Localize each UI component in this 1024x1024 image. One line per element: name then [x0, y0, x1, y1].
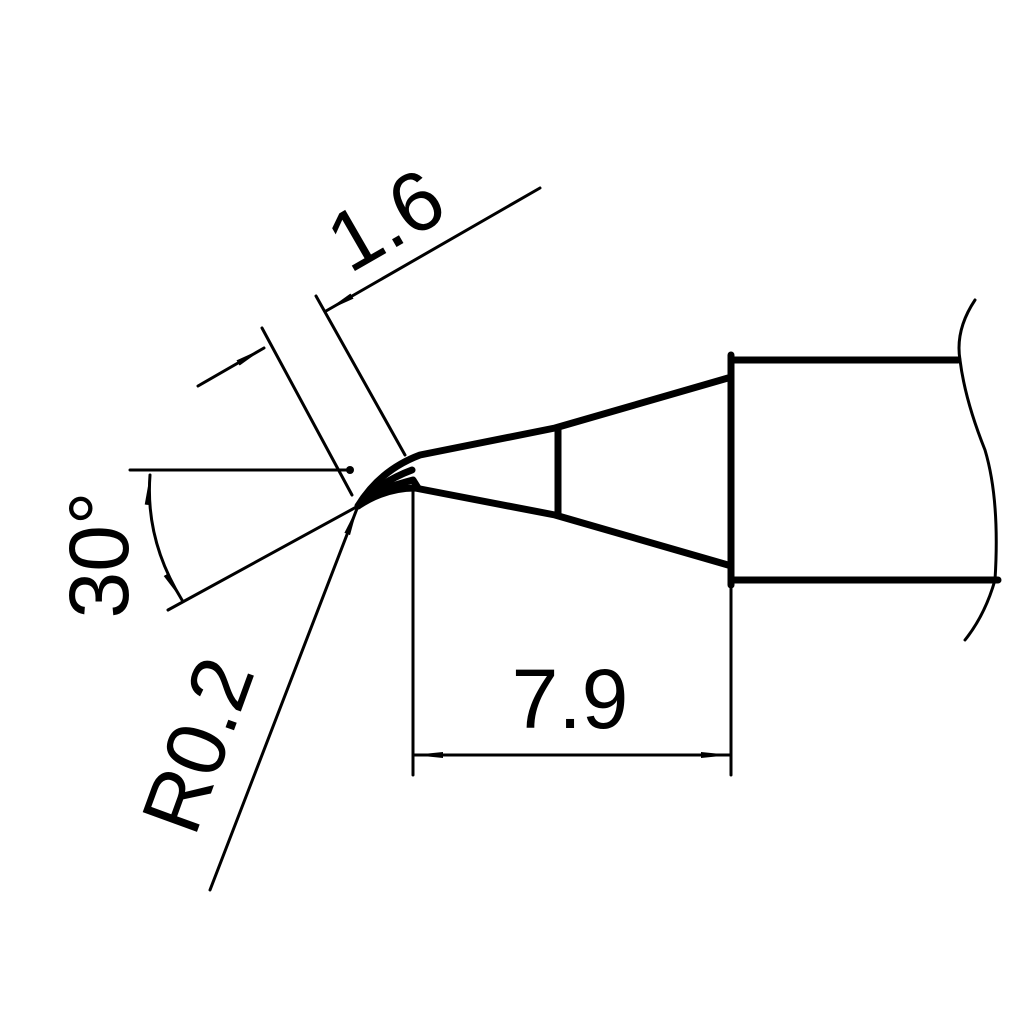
- dimension-length: 7.9: [411, 486, 733, 777]
- tip-outline: [354, 298, 1002, 642]
- dimension-angle-label: 30°: [52, 491, 146, 618]
- dimension-width-label: 1.6: [311, 150, 459, 290]
- dimension-radius-label: R0.2: [123, 646, 272, 845]
- break-line: [957, 298, 998, 642]
- dimension-length-label: 7.9: [512, 652, 629, 746]
- dimension-radius: R0.2: [123, 504, 360, 892]
- dimension-angle: 30°: [52, 466, 362, 619]
